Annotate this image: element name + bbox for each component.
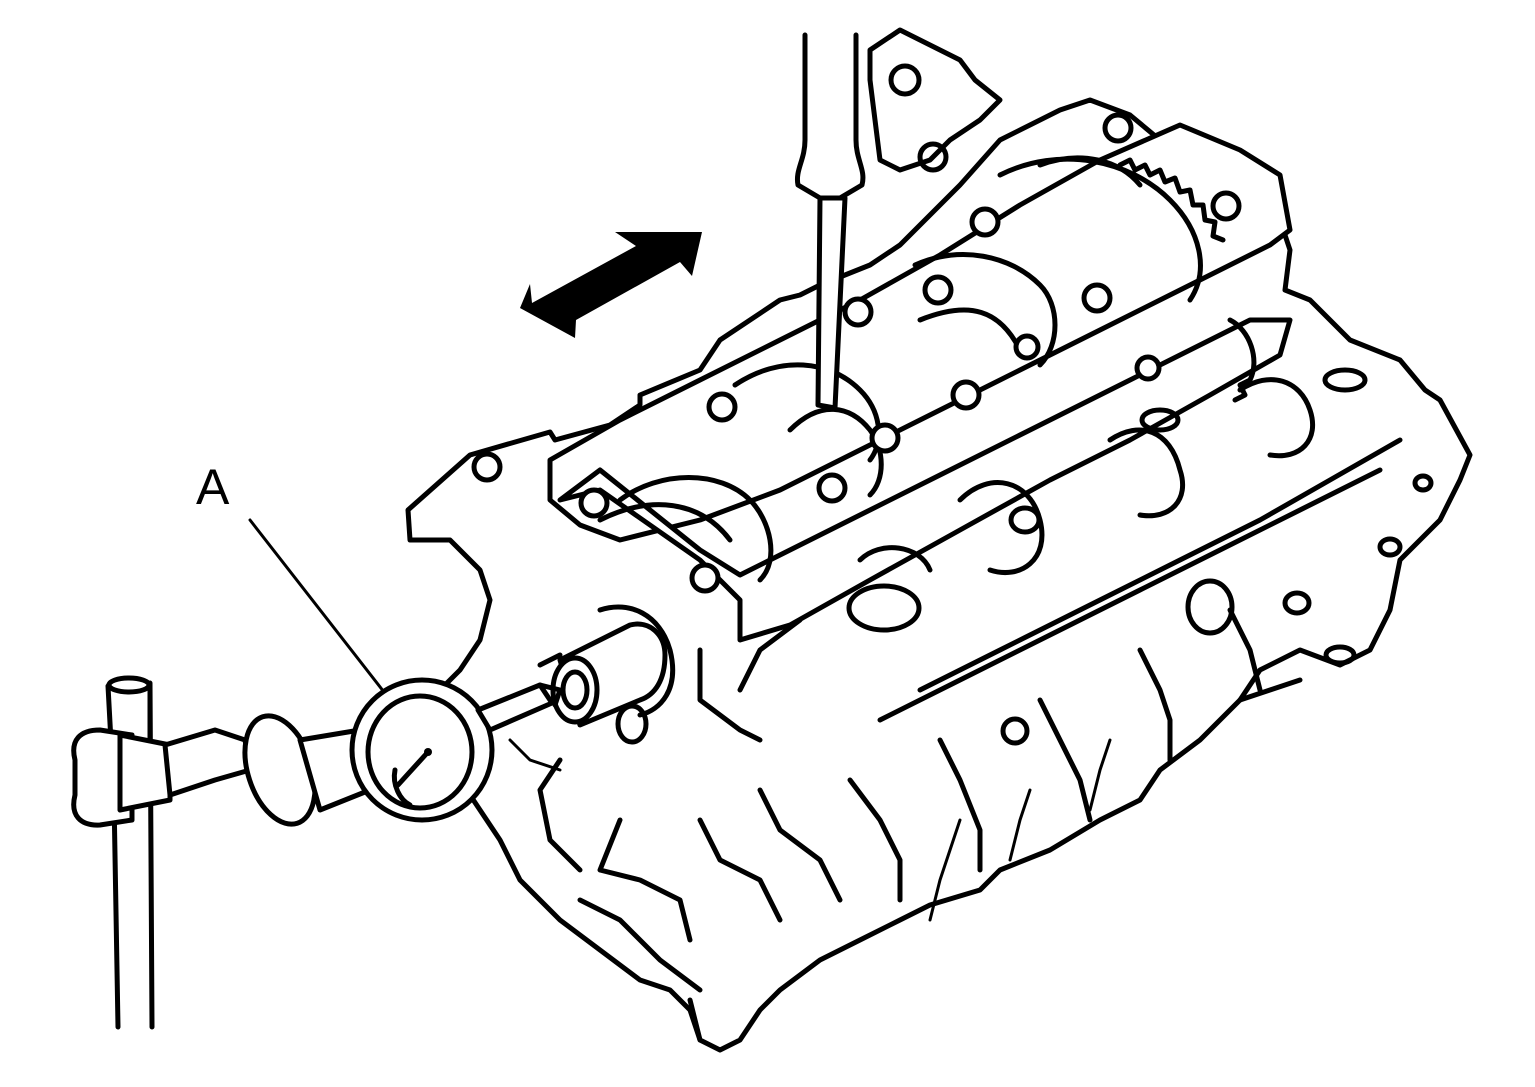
bearing-cap-bolts (578, 112, 1242, 594)
pry-bar-handle (794, 32, 866, 201)
stand-post-cap (106, 675, 152, 695)
block-ribs (508, 377, 1403, 1043)
plate-bolt-hole (888, 63, 922, 97)
bearing-girdle-front (557, 317, 1293, 643)
rear-plate (867, 27, 1003, 173)
crank-journal-3 (787, 406, 884, 498)
reluctor-ring-lower (1227, 317, 1257, 403)
crank-counterweight-1 (597, 502, 733, 543)
crank-counterweight-3 (1037, 155, 1143, 188)
dial-indicator-face (365, 693, 475, 811)
callout-a-leader (248, 518, 386, 694)
stand-arm (162, 727, 253, 798)
block-outline (405, 97, 1473, 1053)
reluctor-ring (1117, 157, 1226, 243)
dial-plunger-tip (537, 682, 563, 708)
pry-bar-shaft (815, 195, 848, 411)
crank-counterweight-2 (917, 307, 1023, 353)
dial-indicator-assembly (71, 675, 563, 1030)
dial-face-arc (391, 767, 413, 808)
engine-block (405, 27, 1473, 1053)
dial-needle (395, 749, 431, 788)
crank-journal-4 (912, 252, 1058, 368)
crank-journal-1 (617, 475, 774, 583)
double-arrow-icon (520, 232, 702, 338)
callout-a-label: A (196, 459, 230, 515)
pry-bar-tool[interactable] (794, 32, 866, 411)
dial-plunger (475, 682, 555, 733)
stand-clamp-block (117, 732, 173, 813)
stand-clamp-knob (71, 727, 135, 828)
crankshaft-nose (537, 604, 676, 728)
dial-pivot (424, 748, 432, 756)
